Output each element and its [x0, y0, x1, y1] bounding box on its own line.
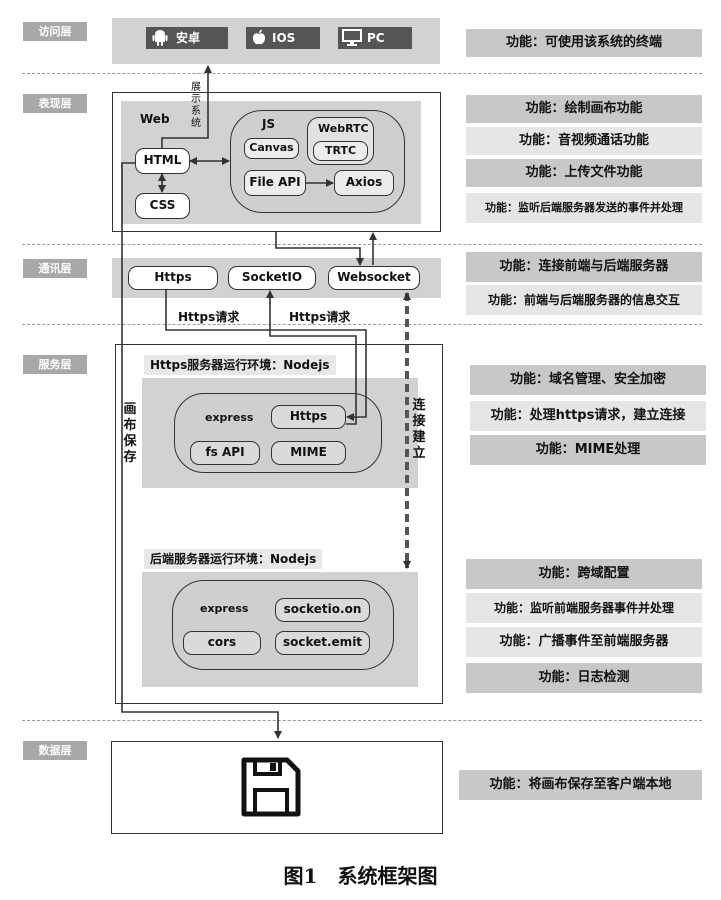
separator [22, 324, 702, 325]
layer-tag-access: 访问层 [23, 22, 87, 41]
separator [22, 720, 702, 721]
service-frame [115, 344, 443, 704]
layer-tag-communication: 通讯层 [23, 259, 87, 278]
function-communication-1: 功能：连接前端与后端服务器 [466, 252, 702, 282]
layer-tag-service: 服务层 [23, 355, 87, 374]
https-express-label: express [205, 411, 254, 424]
axios-box: Axios [334, 170, 394, 196]
function-presentation-2: 功能：音视频通话功能 [466, 127, 702, 155]
data-frame [111, 741, 443, 834]
function-data: 功能：将画布保存至客户端本地 [459, 770, 702, 800]
function-https-2: 功能：处理https请求，建立连接 [470, 401, 706, 431]
file-api-box: File API [244, 170, 306, 196]
function-presentation-3: 功能：上传文件功能 [466, 159, 702, 187]
canvas-save-label: 画布保存 [123, 402, 137, 465]
function-backend-2: 功能：监听前端服务器事件并处理 [466, 593, 702, 623]
floppy-disk-icon [241, 757, 301, 817]
backend-server-group [172, 580, 394, 670]
function-https-3: 功能：MIME处理 [470, 435, 706, 465]
layer-tag-data: 数据层 [23, 741, 87, 760]
function-https-1: 功能：域名管理、安全加密 [470, 365, 706, 395]
html-box: HTML [135, 148, 190, 174]
platform-pc: PC [338, 27, 412, 49]
backend-express-label: express [200, 602, 249, 615]
webrtc-label: WebRTC [318, 122, 369, 135]
https-request-label: Https请求 [178, 310, 240, 324]
fs-api-box: fs API [190, 441, 260, 465]
web-label: Web [140, 112, 170, 126]
apple-icon [253, 29, 265, 45]
function-access: 功能：可使用该系统的终端 [466, 29, 702, 57]
function-backend-1: 功能：跨域配置 [466, 559, 702, 589]
function-backend-4: 功能：日志检测 [466, 663, 702, 693]
monitor-icon [342, 29, 362, 46]
platform-label: IOS [272, 31, 296, 45]
trtc-box: TRTC [313, 141, 368, 161]
backend-env-label: 后端服务器运行环境：Nodejs [144, 549, 323, 569]
platform-ios: IOS [246, 27, 320, 49]
socket-emit-box: socket.emit [275, 631, 370, 655]
display-system-label: 展示系统 [191, 82, 201, 129]
css-box: CSS [135, 193, 190, 219]
function-backend-3: 功能：广播事件至前端服务器 [466, 627, 702, 657]
platform-android: 安卓 [146, 27, 228, 49]
https-comm-box: Https [128, 266, 218, 290]
https-request-label: Https请求 [289, 310, 351, 324]
figure-caption: 图1 系统框架图 [283, 864, 438, 888]
layer-tag-presentation: 表现层 [23, 94, 87, 113]
https-env-label: Https服务器运行环境：Nodejs [144, 355, 336, 375]
socketio-on-box: socketio.on [275, 598, 370, 622]
android-icon [152, 30, 168, 46]
socketio-comm-box: SocketIO [228, 266, 316, 290]
separator [22, 73, 702, 74]
connect-setup-label: 连接建立 [412, 398, 426, 461]
function-presentation-4: 功能：监听后端服务器发送的事件并处理 [466, 193, 702, 223]
mime-box: MIME [271, 441, 346, 465]
function-communication-2: 功能：前端与后端服务器的信息交互 [466, 285, 702, 315]
platform-label: 安卓 [176, 31, 201, 45]
cors-box: cors [183, 631, 261, 655]
platform-label: PC [367, 31, 385, 45]
https-server-box: Https [271, 405, 346, 429]
function-presentation-1: 功能：绘制画布功能 [466, 95, 702, 123]
separator [22, 244, 702, 245]
js-label: JS [262, 117, 276, 131]
websocket-comm-box: Websocket [328, 266, 420, 290]
canvas-box: Canvas [244, 138, 299, 159]
